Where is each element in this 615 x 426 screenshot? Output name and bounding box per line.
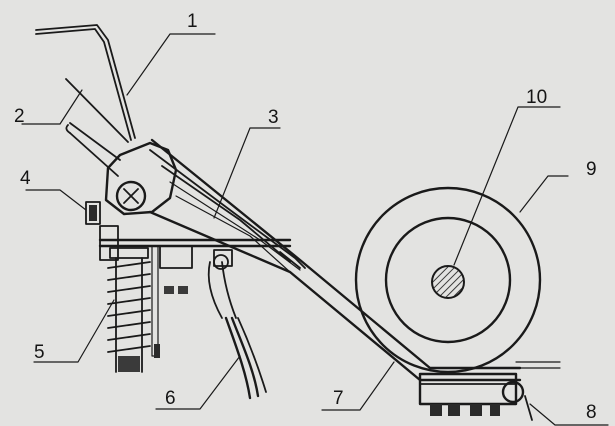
label-8: 8 [586, 402, 597, 423]
leader-lines [21, 33, 609, 426]
part-8-roller-bracket [418, 361, 561, 421]
part-1-handle-rod [35, 24, 136, 141]
label-1: 1 [187, 11, 198, 32]
label-6: 6 [165, 388, 176, 409]
part-4-clamp-block [85, 201, 101, 225]
label-3: 3 [268, 107, 279, 128]
base-plate [98, 225, 292, 261]
part-9-wheel [354, 186, 542, 374]
label-5: 5 [34, 342, 45, 363]
label-2: 2 [14, 106, 25, 127]
label-9: 9 [586, 159, 597, 180]
part-10-shaft [431, 265, 465, 299]
label-7: 7 [333, 388, 344, 409]
label-4: 4 [20, 168, 31, 189]
bracket-bolts [159, 245, 229, 294]
part-2-lever-arm [65, 78, 129, 177]
part-7-main-lever [148, 138, 522, 382]
label-10: 10 [526, 87, 547, 108]
part-6-cable [207, 249, 267, 400]
part-5-coil-spring [107, 245, 160, 373]
pivot-hub [104, 141, 178, 216]
